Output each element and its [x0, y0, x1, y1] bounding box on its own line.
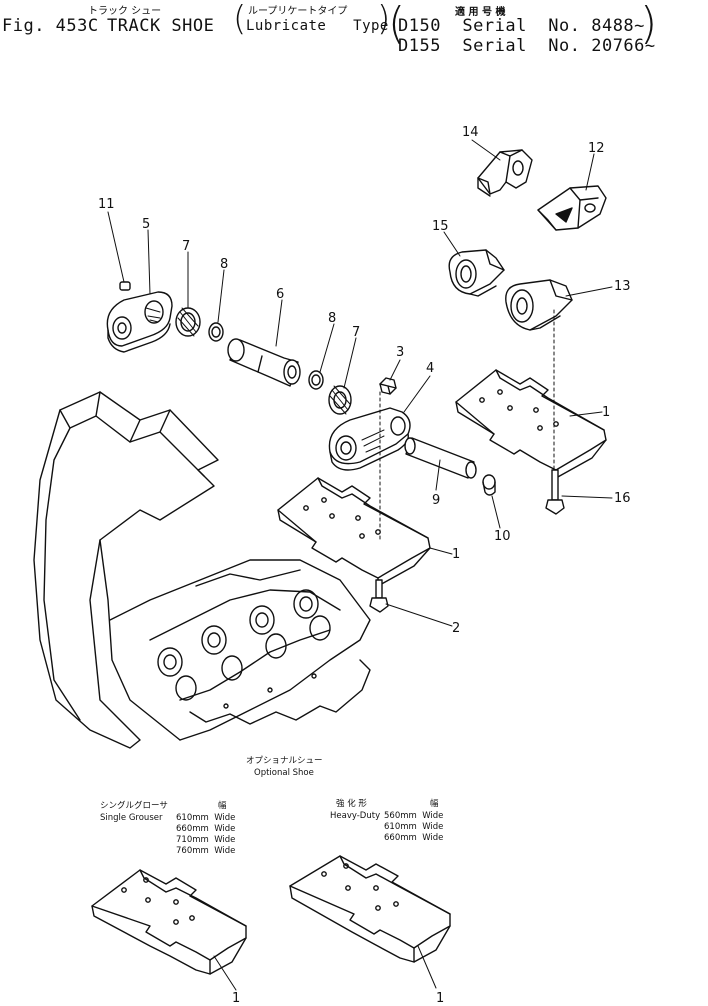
title-japanese: トラック シュー: [88, 6, 162, 17]
single-grouser-width-4: 760mm Wide: [176, 846, 236, 856]
single-grouser-width-1: 610mm Wide: [176, 813, 236, 823]
single-grouser-label-en: Single Grouser: [100, 813, 163, 823]
callout-1-upper: 1: [602, 405, 610, 420]
part-5-link-shape: [106, 291, 173, 353]
callout-16: 16: [614, 491, 631, 506]
callout-1-single-grouser: 1: [232, 991, 240, 1006]
optional-shoe-label-jp: オプショナルシュー: [246, 756, 323, 766]
heavy-duty-label-jp: 強 化 形: [336, 799, 367, 809]
callout-7-right: 7: [352, 325, 360, 340]
single-grouser-width-2: 660mm Wide: [176, 824, 236, 834]
callout-1-middle: 1: [452, 547, 460, 562]
part-14-shape: [477, 149, 533, 197]
leader-lines: [107, 139, 613, 627]
callout-2: 2: [452, 621, 460, 636]
part-10-plug-shape: [482, 474, 496, 496]
part-4-link-shape: [328, 407, 411, 471]
serial-left-paren: (: [388, 0, 406, 49]
heavy-duty-label-en: Heavy-Duty: [330, 811, 381, 821]
callout-11: 11: [98, 197, 115, 212]
optional-shoe-heavy-duty-shape: [289, 855, 451, 989]
part-3-nut-shape: [379, 377, 397, 395]
part-11-shape: [119, 281, 131, 291]
optional-shoe-single-grouser-shape: [91, 869, 247, 991]
part-13-shape: [505, 279, 573, 331]
part-6-bushing-shape: [227, 338, 301, 387]
part-12-shape: [537, 185, 607, 231]
callout-3: 3: [396, 345, 404, 360]
callout-5: 5: [142, 217, 150, 232]
assembled-track-shape: [33, 391, 371, 749]
part-16-bolt-shape: [545, 469, 565, 515]
part-7-seal-right-shape: [328, 385, 352, 415]
title-english: TRACK SHOE: [107, 16, 215, 36]
left-paren: (: [233, 0, 247, 39]
single-grouser-width-header: 幅: [218, 801, 227, 811]
right-paren: ): [377, 0, 391, 39]
part-7-seal-left-shape: [175, 307, 201, 337]
callout-6: 6: [276, 287, 284, 302]
applicable-models-jp: 適 用 号 機: [455, 7, 506, 18]
heavy-duty-width-3: 660mm Wide: [384, 833, 444, 843]
part-1-shoe-middle-shape: [277, 477, 431, 587]
callout-14: 14: [462, 125, 479, 140]
single-grouser-width-3: 710mm Wide: [176, 835, 236, 845]
callout-9: 9: [432, 493, 440, 508]
part-8-ring-left-shape: [208, 322, 224, 342]
callout-10: 10: [494, 529, 511, 544]
part-1-shoe-upper-shape: [455, 369, 607, 479]
part-2-bolt-shape: [369, 579, 389, 613]
part-15-shape: [448, 249, 505, 297]
callout-8-right: 8: [328, 311, 336, 326]
type-japanese: ループリケートタイプ: [248, 6, 348, 17]
part-8-ring-right-shape: [308, 370, 324, 390]
callout-15: 15: [432, 219, 449, 234]
callout-7-left: 7: [182, 239, 190, 254]
part-9-pin-shape: [404, 437, 477, 479]
heavy-duty-width-header: 幅: [430, 799, 439, 809]
heavy-duty-width-2: 610mm Wide: [384, 822, 444, 832]
callout-8-left: 8: [220, 257, 228, 272]
single-grouser-label-jp: シングルグローサ: [100, 801, 168, 811]
heavy-duty-width-1: 560mm Wide: [384, 811, 444, 821]
serial-line-1: D150 Serial No. 8488~: [398, 16, 645, 36]
type-english: Lubricate Type: [246, 18, 389, 34]
callout-4: 4: [426, 361, 434, 376]
callout-12: 12: [588, 141, 605, 156]
callout-13: 13: [614, 279, 631, 294]
serial-line-2: D155 Serial No. 20766~: [398, 36, 656, 56]
serial-right-paren: ): [640, 0, 658, 49]
figure-number: Fig. 453C: [2, 16, 99, 36]
callout-labels: 1 1 1 1 2 3 4 5 6 7 7 8 8 9 10 11 12 13 …: [98, 125, 631, 1006]
optional-shoe-label-en: Optional Shoe: [254, 768, 314, 778]
callout-1-heavy-duty: 1: [436, 991, 444, 1006]
